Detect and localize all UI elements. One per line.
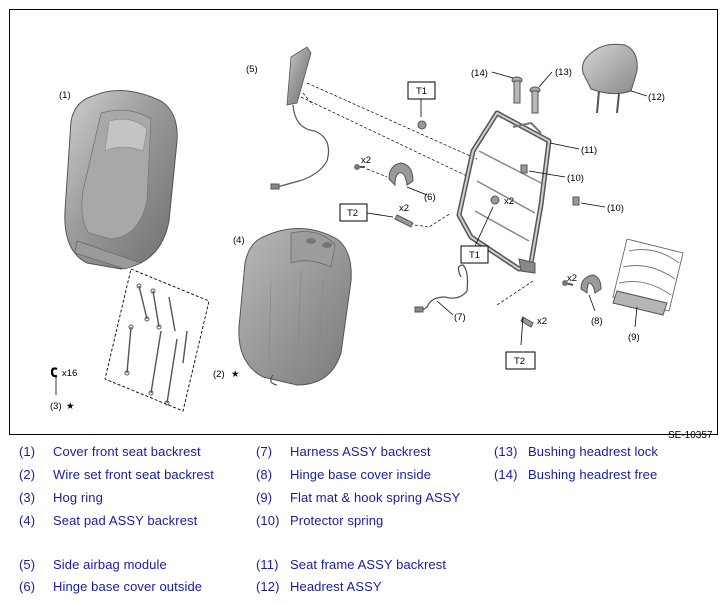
callout-2: (2)	[213, 369, 225, 380]
figure-reference: SE-10357	[668, 430, 713, 441]
legend-item-6: (6)Hinge base cover outside	[19, 579, 203, 594]
exploded-parts-diagram: (1) (2) ★ (3) ★ (4) (5) (6) (7) (8) (9) …	[9, 9, 718, 441]
callout-13: (13)	[555, 67, 572, 78]
legend-item-4: (4)Seat pad ASSY backrest	[19, 513, 198, 528]
callout-10b: (10)	[607, 203, 624, 214]
bolt-icon	[394, 214, 414, 228]
legend-item-12: (12)Headrest ASSY	[256, 579, 382, 594]
callout-5: (5)	[246, 64, 258, 75]
callout-8: (8)	[591, 316, 603, 327]
legend-item-1: (1)Cover front seat backrest	[19, 444, 201, 459]
callout-6: (6)	[424, 192, 436, 203]
seat-pad-part	[238, 228, 352, 386]
legend-item-2: (2)Wire set front seat backrest	[19, 467, 215, 482]
t2-bottom-label: T2	[514, 356, 525, 367]
callout-9: (9)	[628, 332, 640, 343]
star-icon-3: ★	[66, 401, 75, 412]
protector-spring-a	[520, 164, 528, 174]
torque-box-t1-mid	[460, 245, 489, 264]
torque-box-t2-left	[339, 203, 368, 222]
nut-icon	[417, 120, 427, 130]
callout-12: (12)	[648, 92, 665, 103]
wire-set-part	[104, 268, 210, 412]
callout-10a: (10)	[567, 173, 584, 184]
torque-box-t1-top	[407, 81, 436, 100]
torque-box-t2-bottom	[505, 351, 536, 370]
callout-3: (3)	[50, 401, 62, 412]
qty-x2-frame: x2	[504, 196, 514, 207]
harness-part	[420, 264, 469, 312]
legend-item-7: (7)Harness ASSY backrest	[256, 444, 431, 459]
side-airbag-part	[270, 46, 478, 190]
legend-item-11: (11)Seat frame ASSY backrest	[256, 557, 447, 572]
star-icon-2: ★	[231, 369, 240, 380]
qty-x16: x16	[62, 368, 77, 379]
t2-left-label: T2	[347, 208, 358, 219]
diagram-canvas: (1) (2) ★ (3) ★ (4) (5) (6) (7) (8) (9) …	[50, 43, 684, 412]
protector-spring-b	[572, 196, 580, 206]
legend-item-8: (8)Hinge base cover inside	[256, 467, 432, 482]
callout-4: (4)	[233, 235, 245, 246]
callout-7: (7)	[454, 312, 466, 323]
t1-mid-label: T1	[469, 250, 480, 261]
legend-item-9: (9)Flat mat & hook spring ASSY	[256, 490, 461, 505]
callout-11: (11)	[581, 145, 597, 156]
bushing-lock-part	[529, 86, 541, 114]
callout-1: (1)	[59, 90, 71, 101]
hinge-cover-outside-part	[388, 162, 414, 187]
hog-ring-icon	[50, 367, 58, 378]
legend-item-14: (14)Bushing headrest free	[494, 467, 658, 482]
qty-x2-hinge: x2	[567, 273, 577, 284]
t1-top-label: T1	[416, 86, 427, 97]
headrest-part	[582, 43, 638, 114]
qty-x2-bolt: x2	[361, 155, 371, 166]
qty-x2-t2: x2	[399, 203, 409, 214]
legend-item-5: (5)Side airbag module	[19, 557, 167, 572]
legend-item-13: (13)Bushing headrest lock	[494, 444, 659, 459]
qty-x2-bottom: x2	[537, 316, 547, 327]
bushing-free-part	[511, 76, 523, 104]
legend-item-10: (10)Protector spring	[256, 513, 384, 528]
seat-cover-part	[64, 90, 178, 270]
callout-14: (14)	[471, 68, 488, 79]
hinge-cover-inside-part	[580, 274, 602, 294]
legend-item-3: (3)Hog ring	[19, 490, 103, 505]
flat-mat-part	[612, 238, 684, 316]
bolt-bottom-icon	[520, 316, 534, 328]
seat-frame-part	[456, 110, 552, 274]
